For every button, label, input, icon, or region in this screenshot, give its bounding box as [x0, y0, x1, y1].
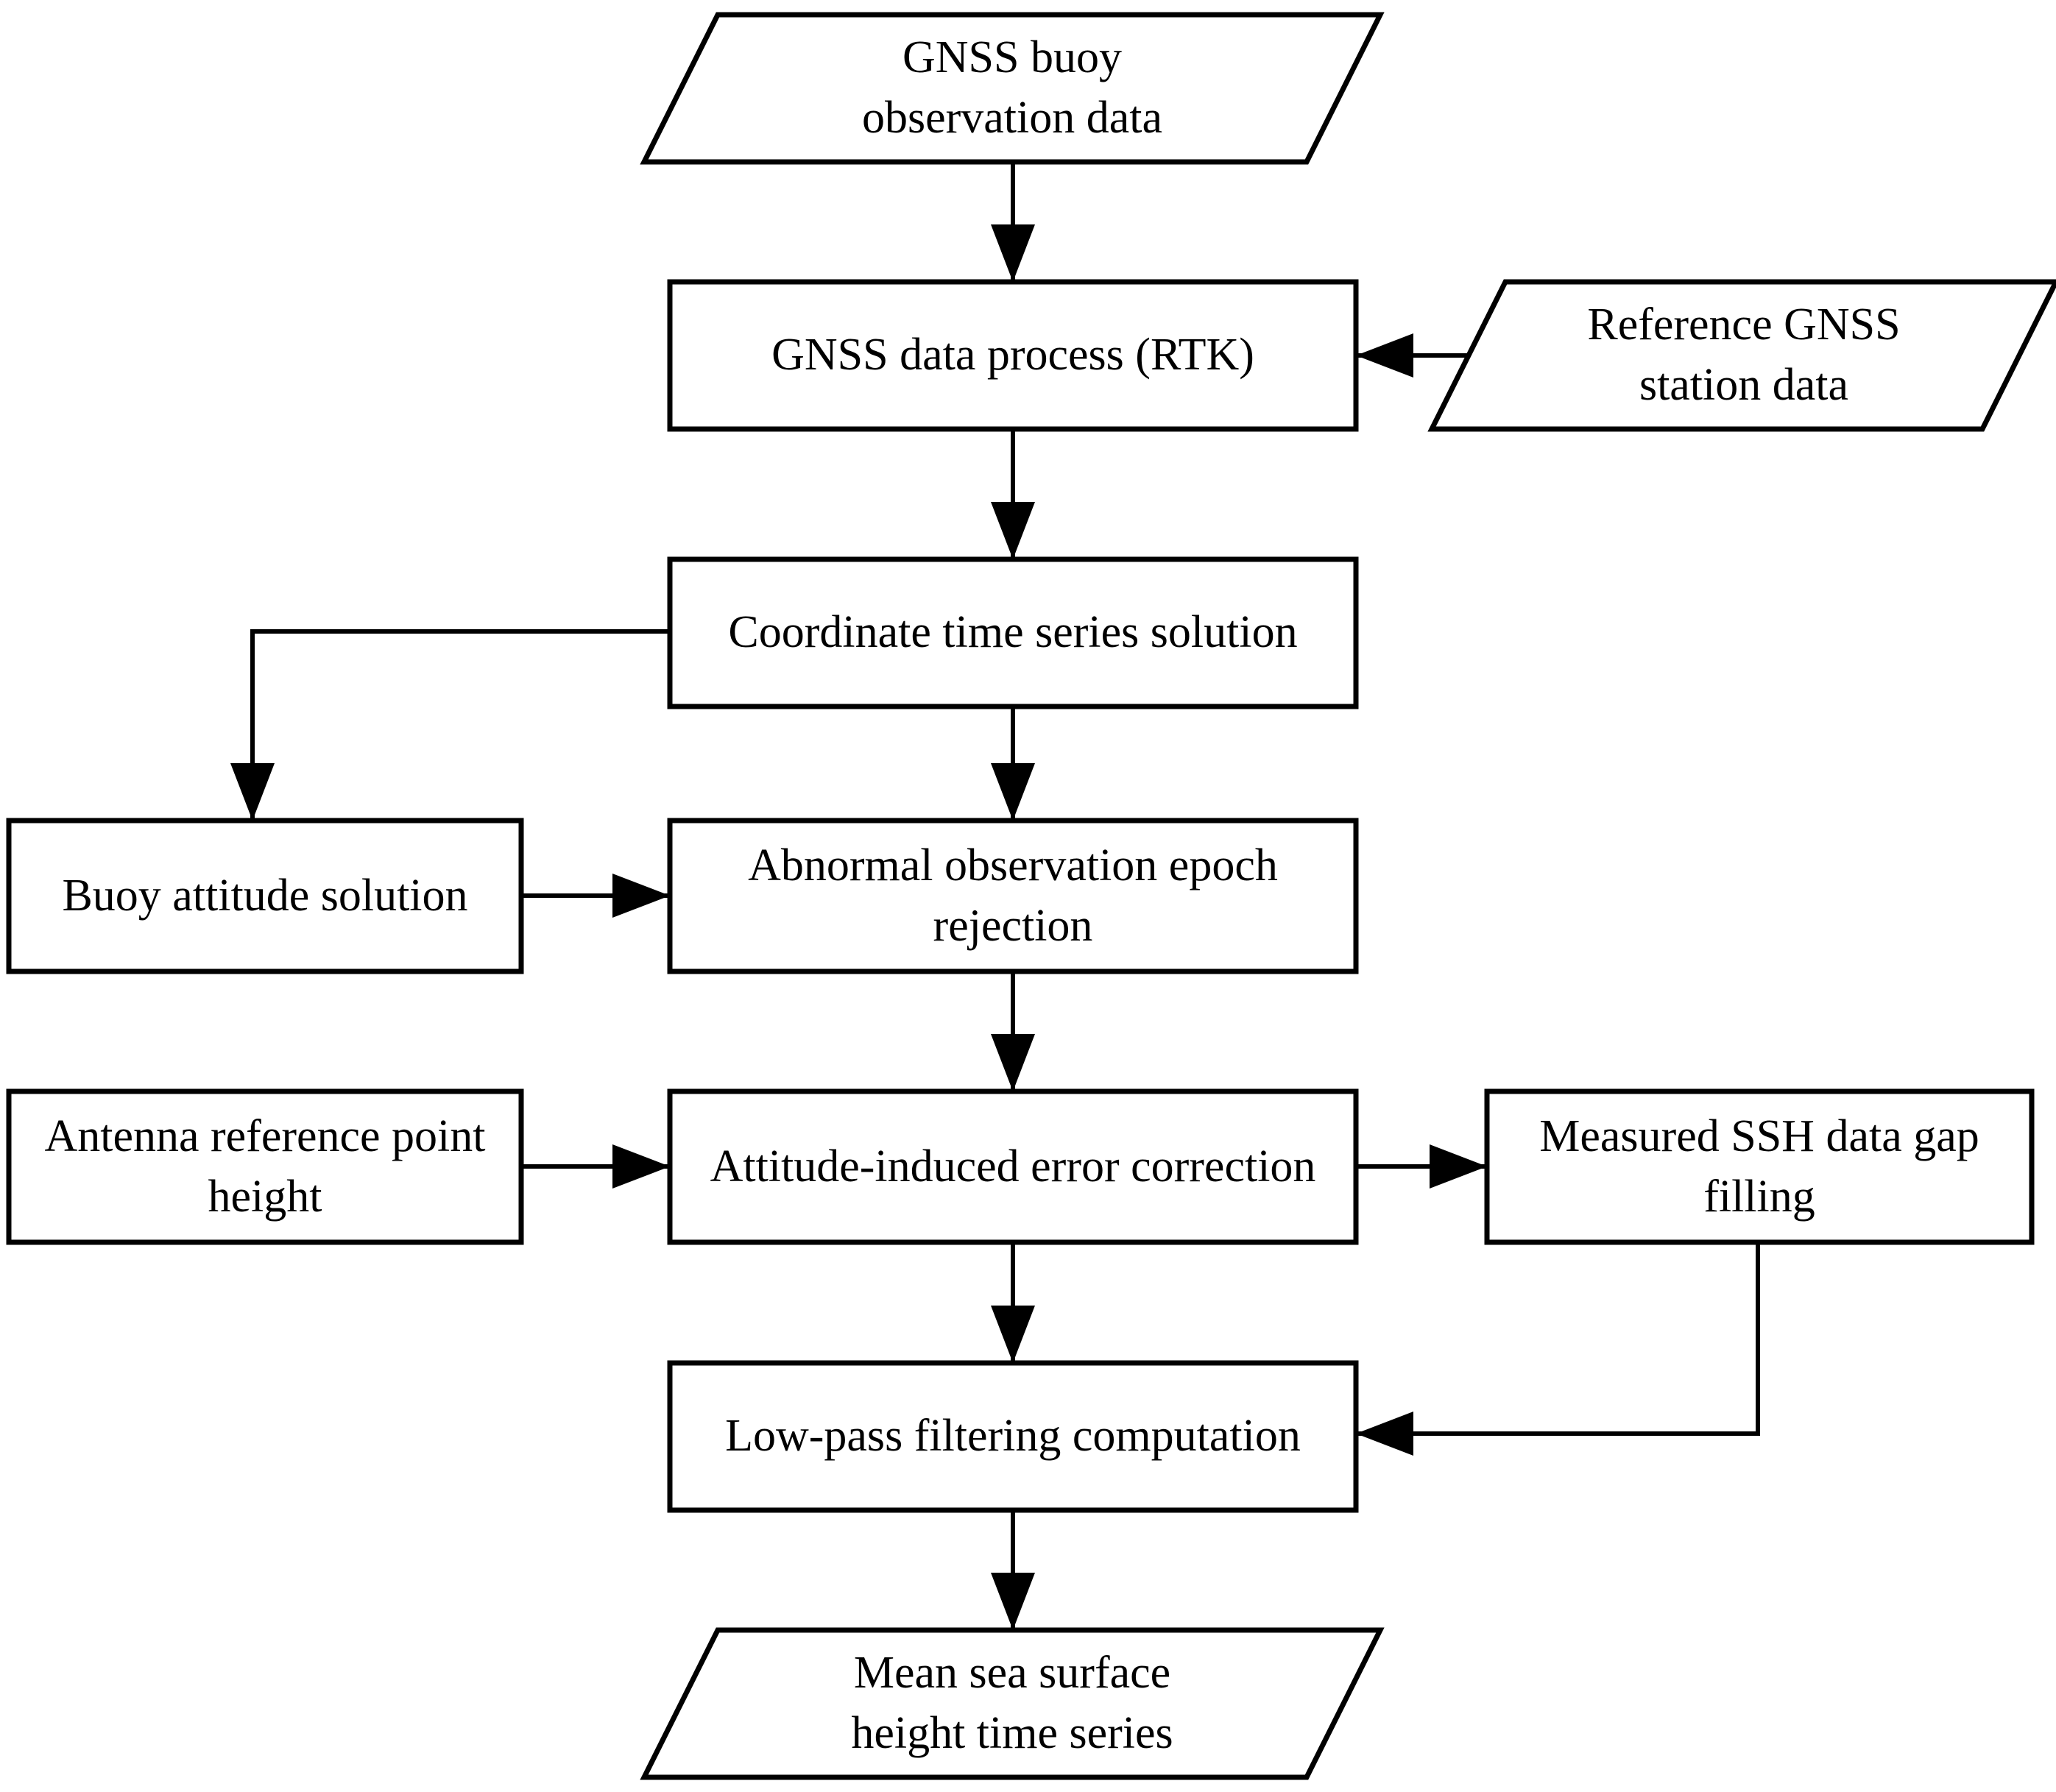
node-shape-gnss-data-process-rtk[interactable] — [667, 279, 1359, 432]
node-shape-reference-gnss-station-data[interactable] — [1427, 279, 2056, 432]
node-shape-measured-ssh-data-gap-filling[interactable] — [1484, 1088, 2035, 1245]
node-shape-coordinate-time-series-solution[interactable] — [667, 556, 1359, 709]
edge-coordinate-to-buoy-attitude[interactable] — [230, 629, 670, 821]
node-shape-mean-sea-surface-height-time-series[interactable] — [640, 1627, 1385, 1780]
node-shape-gnss-buoy-observation-data[interactable] — [640, 12, 1385, 165]
node-shape-buoy-attitude-solution[interactable] — [6, 818, 524, 974]
edge-connectors — [230, 162, 1760, 1630]
node-shape-low-pass-filtering-computation[interactable] — [667, 1360, 1359, 1513]
node-shape-abnormal-observation-epoch-rejection[interactable] — [667, 818, 1359, 974]
node-shape-antenna-reference-point-height[interactable] — [6, 1088, 524, 1245]
node-shape-attitude-induced-error-correction[interactable] — [667, 1088, 1359, 1245]
node-shapes — [6, 12, 2056, 1780]
edge-ssh-gap-to-lowpass[interactable] — [1356, 1242, 1760, 1456]
